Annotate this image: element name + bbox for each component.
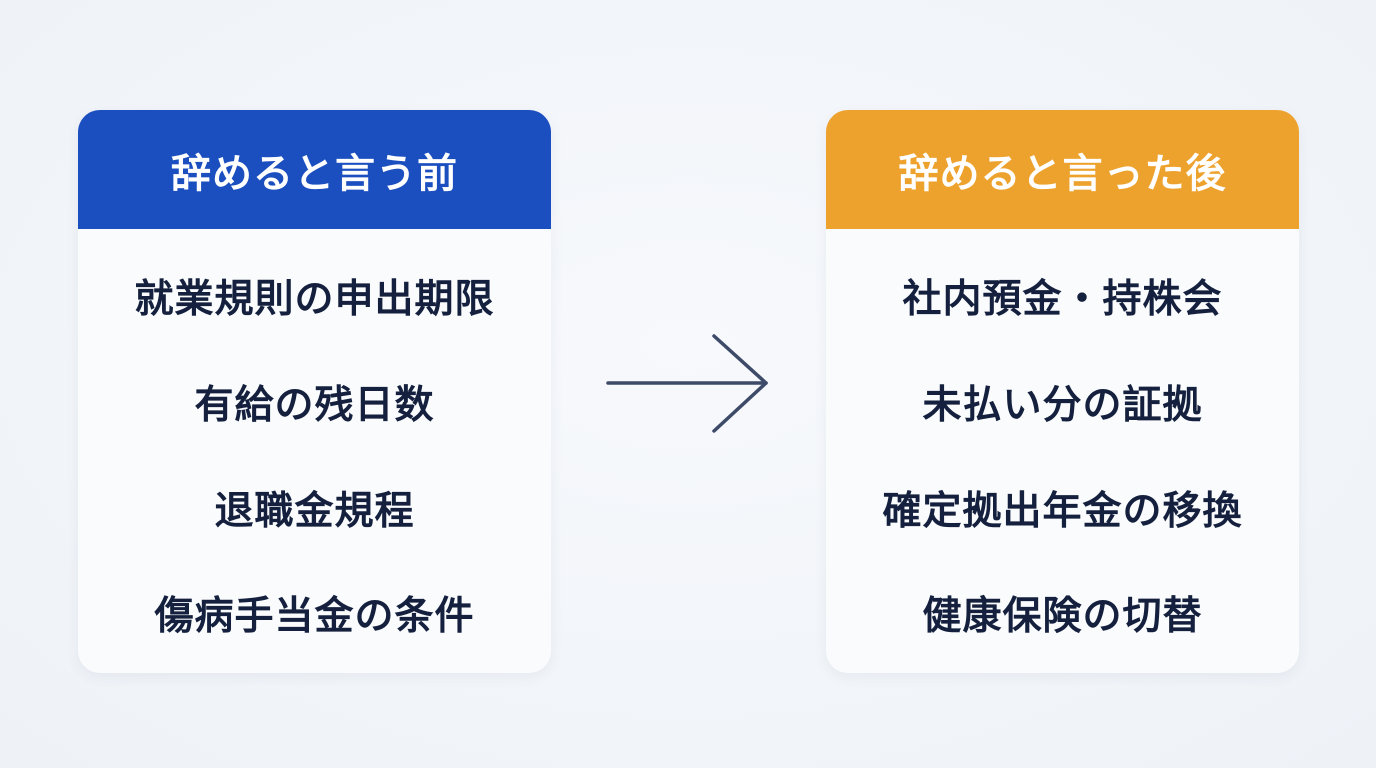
list-item: 健康保険の切替 (922, 594, 1203, 639)
before-card-title: 辞めると言う前 (78, 110, 551, 229)
after-card: 辞めると言った後 社内預金・持株会 未払い分の証拠 確定拠出年金の移換 健康保険… (826, 110, 1299, 673)
list-item: 傷病手当金の条件 (154, 594, 475, 639)
list-item: 有給の残日数 (194, 383, 435, 428)
list-item: 就業規則の申出期限 (134, 277, 495, 322)
list-item: 退職金規程 (214, 489, 415, 534)
after-card-title: 辞めると言った後 (826, 110, 1299, 229)
arrow-right-icon (606, 334, 768, 433)
list-item: 社内預金・持株会 (902, 277, 1223, 322)
list-item: 確定拠出年金の移換 (882, 489, 1243, 534)
list-item: 未払い分の証拠 (922, 383, 1203, 428)
before-card: 辞めると言う前 就業規則の申出期限 有給の残日数 退職金規程 傷病手当金の条件 (78, 110, 551, 673)
